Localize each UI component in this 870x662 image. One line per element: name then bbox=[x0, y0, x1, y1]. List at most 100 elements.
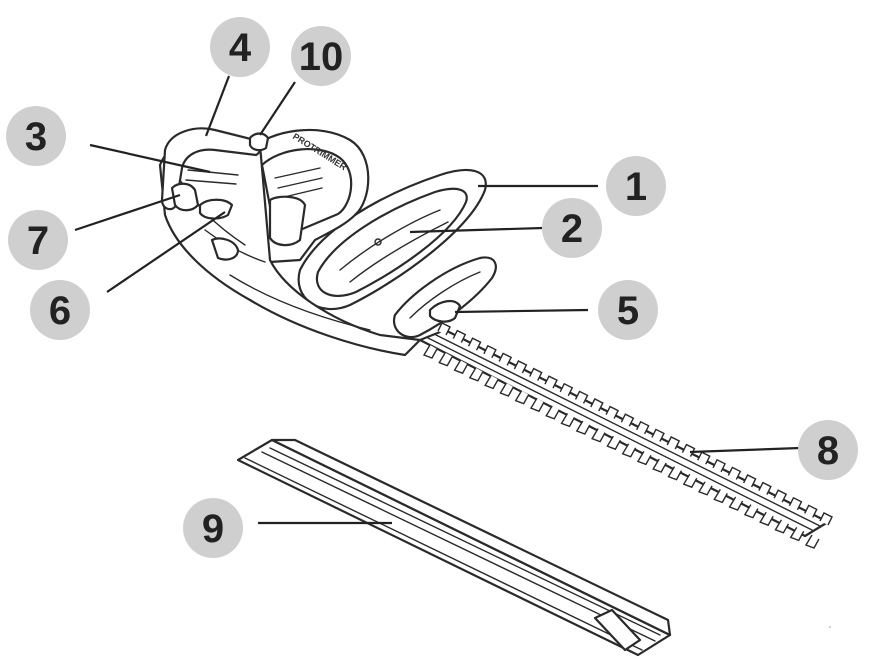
callout-4: 4 bbox=[210, 17, 270, 77]
blade-tooth-top bbox=[666, 436, 681, 450]
callout-label-1: 1 bbox=[625, 165, 647, 209]
blade-tooth-top bbox=[498, 352, 513, 366]
blade-tooth bbox=[636, 451, 652, 466]
blade-tooth-top bbox=[467, 337, 482, 351]
blade-tooth bbox=[682, 473, 698, 489]
callout-label-6: 6 bbox=[49, 289, 71, 333]
blade-teeth bbox=[422, 322, 833, 549]
blade-tooth-top bbox=[605, 405, 620, 419]
blade-tooth-top bbox=[559, 382, 574, 397]
callout-2: 2 bbox=[542, 198, 602, 258]
blade-tooth bbox=[621, 443, 637, 458]
leader-4 bbox=[204, 75, 231, 137]
blade-tooth-top bbox=[529, 367, 543, 381]
rear-handle bbox=[160, 127, 262, 211]
blade-tooth-top bbox=[513, 360, 528, 374]
blade-tooth-top bbox=[819, 512, 833, 526]
callout-label-10: 10 bbox=[299, 35, 344, 79]
callout-label-7: 7 bbox=[27, 219, 49, 263]
blade-tooth-top bbox=[636, 420, 650, 435]
trimmer-body bbox=[158, 130, 422, 357]
callout-circle-6 bbox=[30, 280, 90, 340]
blade-tooth bbox=[652, 458, 667, 473]
callout-circle-7 bbox=[8, 210, 68, 270]
blade-tooth bbox=[804, 534, 820, 549]
callout-label-8: 8 bbox=[817, 429, 839, 473]
callout-circle-10 bbox=[291, 26, 351, 86]
blade-tooth-top bbox=[620, 413, 635, 427]
lock-button bbox=[248, 132, 270, 152]
callout-label-9: 9 bbox=[202, 507, 224, 551]
leader-8 bbox=[689, 446, 801, 454]
blade-tooth-top bbox=[651, 428, 665, 442]
callout-circle-5 bbox=[598, 280, 658, 340]
leader-2 bbox=[409, 226, 544, 234]
leader-6 bbox=[106, 211, 226, 293]
blade-tooth bbox=[529, 397, 545, 413]
blade-tooth-top bbox=[590, 398, 604, 412]
leader-3 bbox=[89, 143, 211, 174]
callout-circle-2 bbox=[542, 198, 602, 258]
blade-tooth-top bbox=[788, 496, 803, 511]
blade-tooth-top bbox=[452, 329, 467, 343]
blade-tooth bbox=[606, 435, 621, 451]
blade-tooth-top bbox=[758, 481, 772, 495]
blade-tooth bbox=[698, 481, 713, 496]
cutting-blade bbox=[418, 322, 833, 549]
blade-tooth bbox=[560, 413, 576, 428]
blade-tooth-top bbox=[712, 458, 726, 473]
blade-tooth-top bbox=[742, 474, 757, 488]
callout-7: 7 bbox=[8, 210, 68, 270]
callout-1: 1 bbox=[606, 156, 666, 216]
blade-tooth bbox=[759, 511, 774, 527]
blade-tooth bbox=[438, 352, 453, 367]
callout-9: 9 bbox=[183, 498, 243, 558]
leader-7 bbox=[74, 193, 181, 232]
callout-circle-8 bbox=[798, 420, 858, 480]
blade-tooth bbox=[743, 504, 759, 519]
front-handle bbox=[297, 168, 487, 311]
blade-tooth-top bbox=[727, 466, 742, 480]
blade-tooth-top bbox=[773, 489, 788, 503]
blade-tooth bbox=[713, 489, 728, 504]
blade-tooth bbox=[422, 344, 438, 359]
callout-circle-4 bbox=[210, 17, 270, 77]
callout-label-3: 3 bbox=[25, 115, 47, 159]
callout-label-5: 5 bbox=[617, 289, 639, 333]
blade-tooth-top bbox=[804, 504, 818, 518]
blade-tooth bbox=[591, 428, 606, 443]
callout-10: 10 bbox=[291, 26, 351, 86]
callout-5: 5 bbox=[598, 280, 658, 340]
hand-guard bbox=[392, 256, 497, 339]
callout-circle-9 bbox=[183, 498, 243, 558]
callout-8: 8 bbox=[798, 420, 858, 480]
blade-tooth bbox=[789, 527, 805, 542]
leader-5 bbox=[454, 308, 589, 314]
callout-label-2: 2 bbox=[561, 207, 583, 251]
blade-tooth bbox=[453, 359, 469, 375]
safety-trigger bbox=[198, 198, 234, 220]
callout-3: 3 bbox=[6, 106, 66, 166]
motor-housing: PROTRIMMER bbox=[248, 128, 370, 264]
blade-sheath bbox=[236, 438, 672, 657]
blade-tooth bbox=[499, 382, 515, 397]
blade-tooth-top bbox=[544, 375, 558, 389]
stray-mark bbox=[829, 626, 831, 628]
callout-label-4: 4 bbox=[229, 26, 252, 70]
blade-tooth bbox=[575, 420, 591, 435]
blade-tooth bbox=[667, 466, 683, 481]
callout-circle-3 bbox=[6, 106, 66, 166]
callout-6: 6 bbox=[30, 280, 90, 340]
blade-tooth bbox=[468, 367, 484, 382]
blade-tooth-top bbox=[483, 344, 497, 359]
blade-tooth-top bbox=[697, 451, 711, 465]
leader-lines bbox=[74, 75, 801, 525]
leader-10 bbox=[259, 81, 296, 136]
blade-tooth bbox=[545, 405, 560, 420]
blade-tooth-top bbox=[574, 390, 589, 404]
blade-tooth bbox=[514, 390, 530, 405]
callout-badges: 12 3 4 5 67 8 9 10 bbox=[6, 17, 858, 558]
switch-lever bbox=[170, 182, 200, 212]
blade-tooth bbox=[728, 496, 744, 511]
